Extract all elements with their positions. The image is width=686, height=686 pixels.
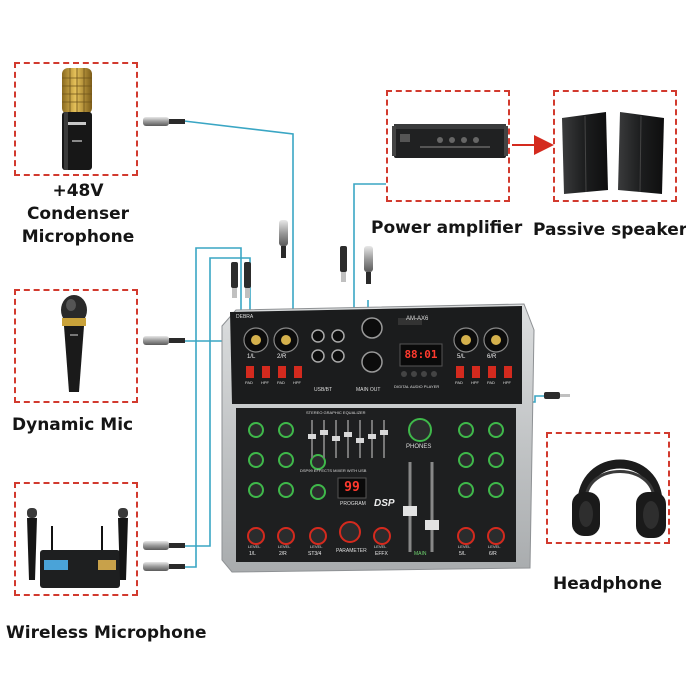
player-label: DIGITAL AUDIO PLAYER	[394, 384, 440, 389]
headphones	[572, 459, 666, 538]
channel-bottom-4: 5/L	[459, 551, 466, 557]
headphone-label: Headphone	[553, 574, 662, 594]
channel-bottom-5: 6/R	[489, 551, 497, 557]
jack-plug-wireless-1	[143, 541, 185, 550]
channel-top-2: 2/R	[277, 354, 287, 360]
dynamic-mic-label: Dynamic Mic	[12, 415, 134, 435]
switch-label-7: PAD	[487, 380, 495, 385]
cable-power-amp	[353, 183, 386, 318]
headphone-frame	[546, 432, 670, 544]
player-display-frame	[399, 343, 443, 367]
vertical-plug-5	[364, 246, 373, 284]
wireless-microphone-set	[27, 508, 128, 588]
channel-bottom-2: 2/R	[279, 551, 287, 557]
mixer-model-label: AM-AX6	[406, 316, 429, 322]
switch-label-8: HPF	[503, 380, 511, 385]
level-label-1: LEVEL	[248, 544, 261, 549]
main-fader-label: MAIN	[414, 551, 427, 557]
effx-label: EFFX	[375, 551, 388, 557]
top-left-logo: DEBRA	[236, 314, 254, 320]
wireless-mic-frame	[14, 482, 138, 596]
vertical-plug-1	[279, 220, 288, 258]
level-label-5: LEVEL	[458, 544, 471, 549]
level-label-2: LEVEL	[278, 544, 291, 549]
channel-top-3: 5/L	[457, 354, 466, 360]
jack-plug-headphone	[544, 392, 570, 399]
audio-mixer	[221, 303, 535, 573]
power-amp-label: Power amplifier	[371, 218, 523, 238]
channel-top-1: 1/L	[247, 354, 256, 360]
cable-condenser-mic	[183, 120, 294, 318]
condenser-mic-label-line-2: Condenser	[26, 204, 130, 224]
dynamic-microphone	[61, 295, 87, 392]
usb-bt-label: USB/BT	[314, 387, 333, 393]
effects-display-frame	[337, 477, 367, 499]
program-label: PROGRAM	[340, 501, 366, 507]
level-label-4: LEVEL	[374, 544, 387, 549]
condenser-mic-label: +48V Condenser Microphone	[8, 180, 148, 249]
switch-label-3: PAD	[277, 380, 285, 385]
xlr-plug-condenser	[143, 117, 185, 126]
channel-knobs	[247, 418, 505, 545]
channel-bottom-1: 1/L	[249, 551, 256, 557]
dsp-logo: DSP	[374, 498, 395, 509]
power-amplifier	[392, 124, 508, 158]
wireless-mic-label: Wireless Microphone	[6, 623, 207, 643]
switch-label-2: HPF	[261, 380, 269, 385]
switch-label-1: PAD	[245, 380, 253, 385]
cable-wireless-2	[184, 247, 242, 568]
vertical-plug-3	[244, 262, 251, 298]
condenser-microphone	[62, 68, 92, 170]
vertical-plug-4	[340, 246, 347, 282]
pad-hpf-switches	[246, 366, 512, 378]
passive-speaker-frame	[553, 90, 677, 202]
vertical-plug-2	[231, 262, 238, 298]
passive-speakers	[562, 112, 664, 194]
main-out-sockets	[361, 317, 383, 373]
main-faders	[403, 462, 439, 552]
player-buttons	[401, 371, 437, 377]
switch-label-6: HPF	[471, 380, 479, 385]
usb-slot	[398, 318, 422, 325]
level-label-6: LEVEL	[488, 544, 501, 549]
channel-bottom-3: ST3/4	[308, 551, 322, 557]
condenser-mic-frame	[14, 62, 138, 176]
jack-plug-wireless-2	[143, 562, 185, 571]
main-out-label: MAIN OUT	[356, 387, 381, 393]
channel-top-4: 6/R	[487, 354, 497, 360]
dsp-line: DSP99 EFFECTS MIXER WITH USB	[300, 468, 367, 473]
xlr-plug-dynamic	[143, 336, 185, 345]
passive-speaker-label: Passive speaker	[533, 220, 686, 240]
effects-display: 99	[344, 480, 360, 495]
parameter-label: PARAMETER	[336, 548, 367, 554]
dynamic-mic-frame	[14, 289, 138, 403]
eq-sliders	[308, 420, 388, 458]
level-label-3: LEVEL	[310, 544, 323, 549]
jack-inputs	[311, 329, 345, 363]
power-amp-frame	[386, 90, 510, 202]
condenser-mic-label-line-1: +48V	[52, 181, 104, 201]
switch-label-4: HPF	[293, 380, 301, 385]
eq-title: STEREO GRAPHIC EQUALIZER	[306, 410, 366, 415]
player-display: 88:01	[404, 348, 438, 361]
phones-label: PHONES	[406, 444, 432, 450]
condenser-mic-label-line-3: Microphone	[21, 227, 135, 247]
switch-label-5: PAD	[455, 380, 463, 385]
